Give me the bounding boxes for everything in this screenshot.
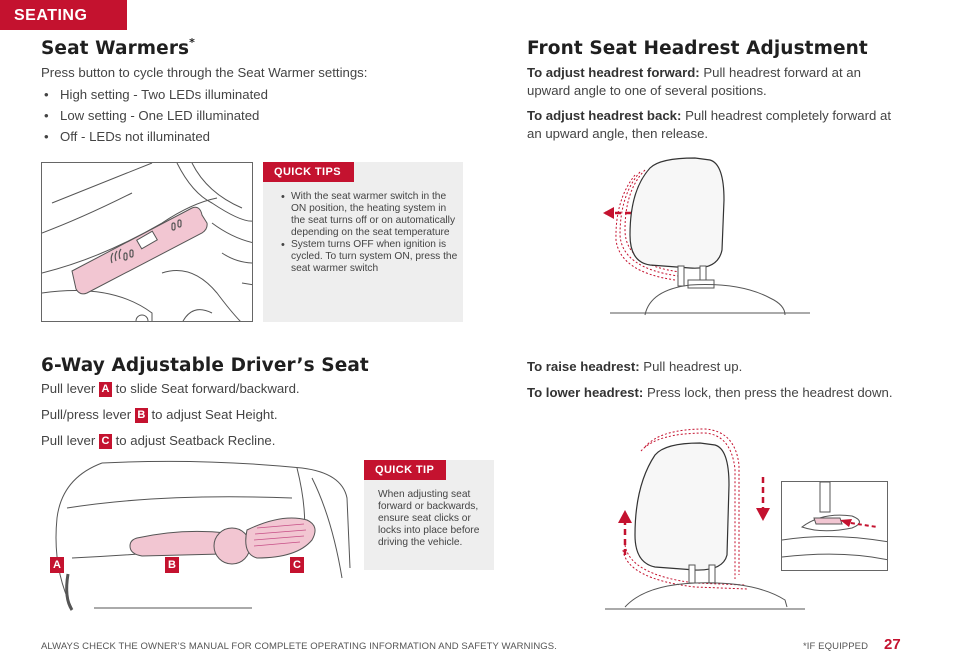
back-text: Pull headrest completely forward at an u…	[527, 108, 892, 141]
seat-warmer-switch-illustration	[41, 162, 253, 322]
forward-label: To adjust headrest forward:	[527, 65, 700, 80]
if-equipped-mark: *	[189, 36, 196, 49]
lever-c-instruction: Pull lever C to adjust Seatback Recline.	[41, 432, 481, 458]
page-number: 27	[884, 636, 901, 653]
seat-warmers-title: Seat Warmers*	[41, 36, 196, 59]
list-item: With the seat warmer switch in the ON po…	[281, 191, 461, 239]
instruction-text: Pull lever	[41, 381, 96, 396]
headrest-lock-detail	[781, 481, 888, 571]
list-item: High setting - Two LEDs illuminated	[41, 84, 441, 105]
raise-text: Pull headrest up.	[643, 359, 743, 374]
lever-a-badge: A	[98, 382, 112, 397]
headrest-height-illustration	[605, 425, 805, 613]
headrest-lower-paragraph: To lower headrest: Press lock, then pres…	[527, 384, 907, 402]
back-label: To adjust headrest back:	[527, 108, 682, 123]
quick-tip-label: QUICK TIP	[364, 460, 446, 480]
lever-b-instruction: Pull/press lever B to adjust Seat Height…	[41, 406, 481, 432]
quick-tip-text: When adjusting seat forward or backwards…	[378, 489, 480, 548]
lower-label: To lower headrest:	[527, 385, 644, 400]
instruction-text: Pull lever	[41, 433, 96, 448]
callout-c: C	[290, 557, 304, 573]
headrest-title: Front Seat Headrest Adjustment	[527, 38, 868, 59]
list-item: Off - LEDs not illuminated	[41, 126, 441, 147]
footer-safety-warning: ALWAYS CHECK THE OWNER’S MANUAL FOR COMP…	[41, 641, 557, 652]
lower-text: Press lock, then press the headrest down…	[646, 385, 893, 400]
instruction-text: Pull/press lever	[41, 407, 132, 422]
seat-warmer-settings-list: High setting - Two LEDs illuminated Low …	[41, 84, 441, 147]
section-tab: SEATING	[0, 0, 127, 30]
seat-levers-illustration	[42, 458, 352, 613]
driver-seat-instructions: Pull lever A to slide Seat forward/backw…	[41, 380, 481, 458]
driver-seat-title: 6-Way Adjustable Driver’s Seat	[41, 355, 369, 376]
lever-b-badge: B	[134, 408, 148, 423]
raise-label: To raise headrest:	[527, 359, 640, 374]
instruction-text: to adjust Seat Height.	[151, 407, 278, 422]
seat-warmers-intro: Press button to cycle through the Seat W…	[41, 65, 368, 80]
headrest-back-paragraph: To adjust headrest back: Pull headrest c…	[527, 107, 907, 143]
callout-b: B	[165, 557, 179, 573]
headrest-forward-paragraph: To adjust headrest forward: Pull headres…	[527, 64, 907, 100]
seat-warmers-title-text: Seat Warmers	[41, 38, 190, 59]
footer-if-equipped: *IF EQUIPPED	[803, 641, 869, 652]
quick-tip-box: QUICK TIP When adjusting seat forward or…	[364, 460, 494, 570]
quick-tips-list: With the seat warmer switch in the ON po…	[281, 191, 461, 275]
lever-c-badge: C	[98, 434, 112, 449]
list-item: Low setting - One LED illuminated	[41, 105, 441, 126]
callout-a: A	[50, 557, 64, 573]
instruction-text: to slide Seat forward/backward.	[115, 381, 300, 396]
forward-text: Pull headrest forward at an upward angle…	[527, 65, 861, 98]
headrest-raise-paragraph: To raise headrest: Pull headrest up.	[527, 358, 907, 376]
list-item: System turns OFF when ignition is cycled…	[281, 239, 461, 275]
headrest-tilt-illustration	[600, 150, 815, 320]
instruction-text: to adjust Seatback Recline.	[115, 433, 276, 448]
quick-tips-box: QUICK TIPS With the seat warmer switch i…	[263, 162, 463, 322]
quick-tips-label: QUICK TIPS	[263, 162, 354, 182]
lever-a-instruction: Pull lever A to slide Seat forward/backw…	[41, 380, 481, 406]
